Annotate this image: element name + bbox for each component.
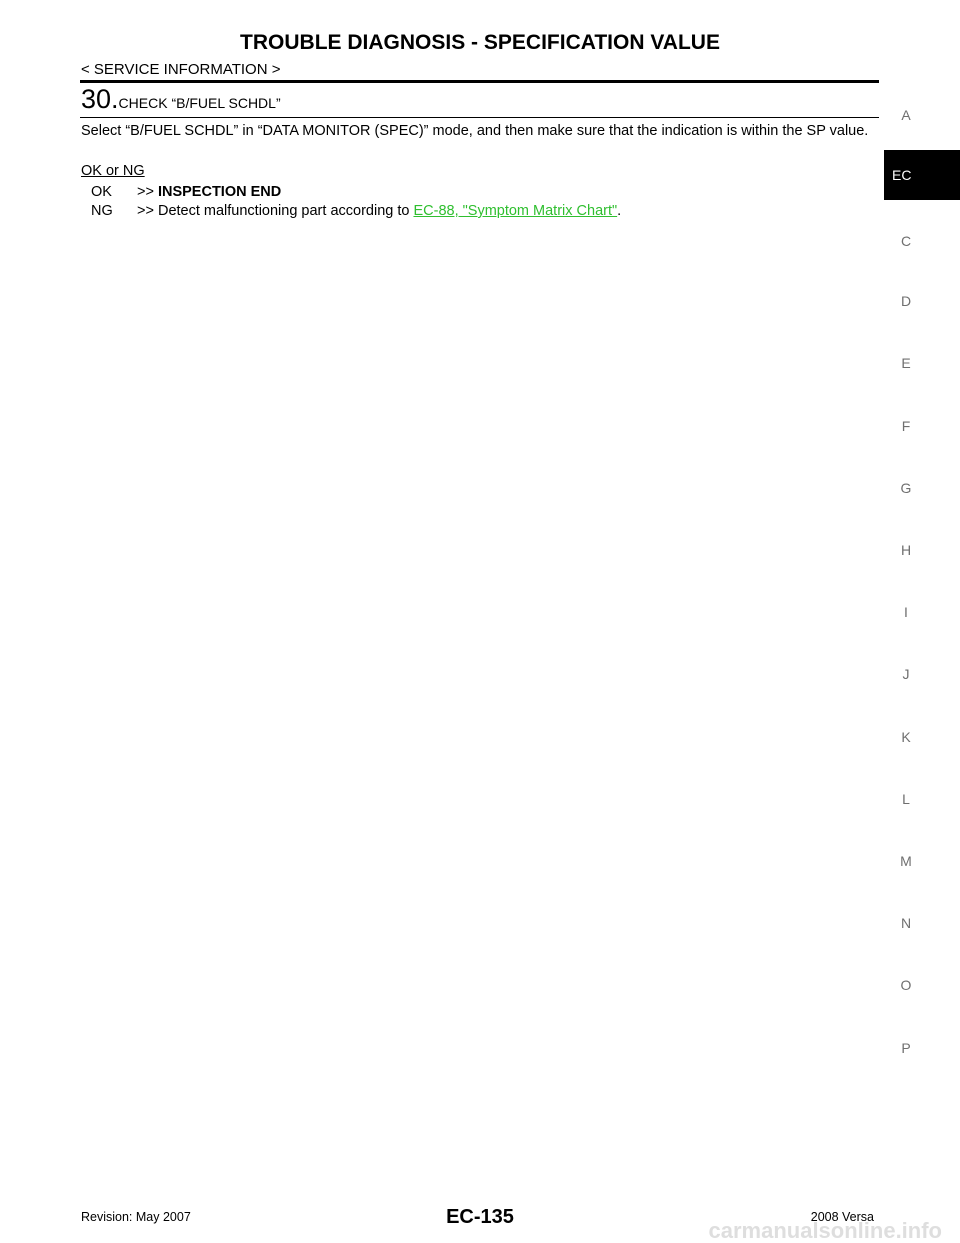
index-tab-g[interactable]: G: [900, 480, 912, 496]
index-tab-l[interactable]: L: [902, 791, 910, 807]
step-heading: 30.CHECK “B/FUEL SCHDL”: [81, 85, 281, 118]
index-tab-f[interactable]: F: [901, 418, 911, 434]
step-number: 30.: [81, 84, 119, 114]
index-tab-m[interactable]: M: [900, 853, 912, 869]
result-suffix: .: [617, 203, 622, 219]
step-instruction: Select “B/FUEL SCHDL” in “DATA MONITOR (…: [81, 123, 869, 139]
result-arrow: >>: [137, 184, 154, 200]
index-tab-o[interactable]: O: [900, 977, 912, 993]
index-tab-n[interactable]: N: [900, 915, 912, 931]
symptom-matrix-chart-link[interactable]: EC-88, "Symptom Matrix Chart": [413, 203, 618, 219]
index-tab-a[interactable]: A: [901, 107, 911, 123]
index-tab-i[interactable]: I: [904, 604, 908, 620]
result-ok-row: OK >> INSPECTION END: [91, 183, 281, 202]
footer-page-number: EC-135: [446, 1206, 514, 1228]
step-title: CHECK “B/FUEL SCHDL”: [118, 95, 281, 111]
footer-revision: Revision: May 2007: [81, 1210, 191, 1224]
header-divider: [80, 80, 879, 83]
watermark: carmanualsonline.info: [708, 1218, 943, 1243]
index-tab-d[interactable]: D: [900, 293, 912, 309]
section-index: A EC C D E F G H I J K L M N O P: [884, 0, 960, 1242]
result-text: Detect malfunctioning part according to: [157, 203, 414, 219]
index-tab-c[interactable]: C: [900, 233, 912, 249]
index-tab-h[interactable]: H: [900, 542, 912, 558]
index-tab-j[interactable]: J: [902, 666, 910, 682]
result-ng-row: NG >> Detect malfunctioning part accordin…: [91, 202, 621, 221]
result-label: OK or NG: [81, 163, 145, 179]
step-divider: [80, 117, 879, 118]
index-tab-p[interactable]: P: [901, 1040, 911, 1056]
result-code: NG: [91, 203, 113, 219]
page-title: TROUBLE DIAGNOSIS - SPECIFICATION VALUE: [240, 31, 720, 54]
result-arrow: >>: [137, 203, 154, 219]
index-tab-ec-active[interactable]: EC: [884, 150, 960, 200]
section-label: < SERVICE INFORMATION >: [81, 61, 281, 78]
footer-model: 2008 Versa: [810, 1210, 874, 1224]
index-tab-e[interactable]: E: [901, 355, 911, 371]
index-tab-k[interactable]: K: [901, 729, 911, 745]
result-text: INSPECTION END: [157, 184, 282, 200]
result-code: OK: [91, 184, 112, 200]
